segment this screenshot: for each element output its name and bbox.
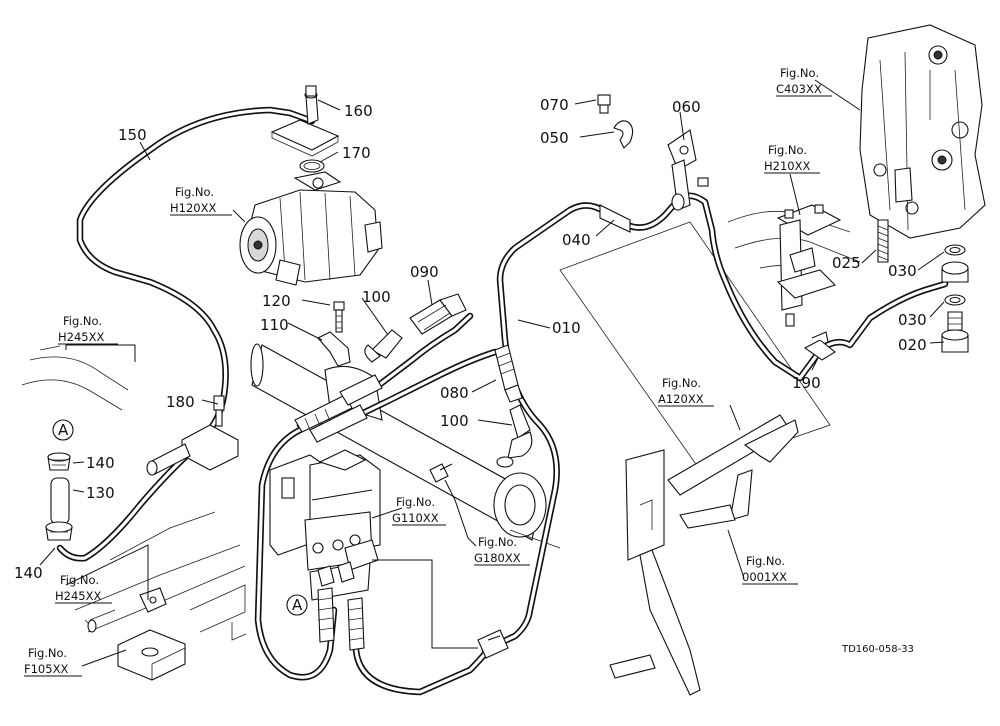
figure-references: Fig.No. H120XX Fig.No. H245XX Fig.No. H2… [24, 66, 832, 677]
callout-110: 110 [260, 316, 289, 334]
pipe-150 [76, 106, 316, 439]
callout-030-upper: 030 [888, 262, 917, 280]
circle-a-upper-label: A [58, 421, 69, 439]
svg-text:0001XX: 0001XX [742, 570, 787, 584]
callout-040: 040 [562, 231, 591, 249]
control-valve-g110 [269, 449, 381, 601]
drawing-code: TD160-058-33 [841, 644, 914, 655]
svg-text:G180XX: G180XX [474, 551, 521, 565]
hose-clip-140-upper [47, 452, 71, 471]
callout-130: 130 [86, 484, 115, 502]
svg-text:Fig.No.: Fig.No. [396, 495, 435, 509]
svg-text:A120XX: A120XX [658, 392, 704, 406]
svg-text:Fig.No.: Fig.No. [63, 314, 102, 328]
svg-text:Fig.No.: Fig.No. [780, 66, 819, 80]
hose-fittings [294, 374, 383, 443]
svg-text:Fig.No.: Fig.No. [746, 554, 785, 568]
hose-clip-140-lower [45, 521, 73, 541]
figref-h210: Fig.No. H210XX [764, 143, 820, 174]
callout-025: 025 [832, 254, 861, 272]
callout-140-lower: 140 [14, 564, 43, 582]
figref-g180: Fig.No. G180XX [474, 535, 530, 566]
callout-160: 160 [344, 102, 373, 120]
svg-text:H210XX: H210XX [764, 159, 810, 173]
hose-130 [50, 477, 70, 525]
svg-text:Fig.No.: Fig.No. [28, 646, 67, 660]
callout-070: 070 [540, 96, 569, 114]
svg-text:H245XX: H245XX [58, 330, 104, 344]
svg-text:H120XX: H120XX [170, 201, 216, 215]
svg-text:Fig.No.: Fig.No. [478, 535, 517, 549]
svg-text:H245XX: H245XX [55, 589, 101, 603]
callout-050: 050 [540, 129, 569, 147]
callout-030-lower: 030 [898, 311, 927, 329]
callout-labels: 160 150 170 120 100 090 110 180 080 100 … [14, 96, 927, 614]
figref-h245-upper: Fig.No. H245XX [58, 314, 118, 345]
figref-f105: Fig.No. F105XX [24, 646, 82, 677]
callout-100-upper: 100 [362, 288, 391, 306]
figref-h245-lower: Fig.No. H245XX [55, 573, 112, 604]
quick-couplers [317, 587, 365, 651]
svg-text:G110XX: G110XX [392, 511, 439, 525]
frame-a120 [609, 414, 799, 696]
washers-030-bolt-020 [941, 244, 969, 353]
figref-a120: Fig.No. A120XX [658, 376, 714, 407]
svg-text:Fig.No.: Fig.No. [662, 376, 701, 390]
pipe-010 [481, 192, 949, 654]
hose-loop [254, 426, 492, 696]
pump-flange-160 [270, 85, 340, 157]
svg-text:F105XX: F105XX [24, 662, 68, 676]
figref-0001: Fig.No. 0001XX [742, 554, 798, 585]
figref-h120: Fig.No. H120XX [170, 185, 232, 216]
clamp-110 [317, 331, 351, 367]
svg-text:Fig.No.: Fig.No. [60, 573, 99, 587]
callout-140-upper: 140 [86, 454, 115, 472]
figref-g110: Fig.No. G110XX [392, 495, 446, 526]
callout-020: 020 [898, 336, 927, 354]
callout-080: 080 [440, 384, 469, 402]
elbow-100-upper [364, 329, 403, 363]
pipe-fitting-bottom [477, 629, 509, 659]
bracket-h210 [776, 204, 842, 327]
callout-100-lower: 100 [440, 412, 469, 430]
clamp-190 [803, 331, 836, 361]
bracket-180 [146, 395, 239, 476]
callout-090: 090 [410, 263, 439, 281]
spring-025 [877, 219, 889, 263]
fittings-050-060-070 [597, 94, 709, 233]
callout-150: 150 [118, 126, 147, 144]
hydraulic-pump-h120 [239, 171, 383, 286]
hose-090 [296, 312, 499, 439]
leader-lines [39, 79, 945, 667]
coupler-090 [409, 293, 467, 335]
callout-190: 190 [792, 374, 821, 392]
bolt-120 [333, 301, 345, 333]
frame-bracket-f105 [117, 629, 186, 681]
coupler-080 [494, 344, 523, 403]
svg-text:C403XX: C403XX [776, 82, 822, 96]
callout-170: 170 [342, 144, 371, 162]
svg-text:Fig.No.: Fig.No. [768, 143, 807, 157]
callout-060: 060 [672, 98, 701, 116]
svg-text:Fig.No.: Fig.No. [175, 185, 214, 199]
pipe-lower-left [56, 444, 199, 562]
figref-c403: Fig.No. C403XX [776, 66, 832, 97]
callout-180: 180 [166, 393, 195, 411]
circle-a-hose-marks [52, 419, 308, 616]
o-ring-170 [299, 159, 325, 173]
callout-120: 120 [262, 292, 291, 310]
valve-body-c403 [859, 24, 986, 239]
callout-010: 010 [552, 319, 581, 337]
elbow-100-lower [496, 404, 533, 468]
circle-a-lower-label: A [292, 596, 303, 614]
